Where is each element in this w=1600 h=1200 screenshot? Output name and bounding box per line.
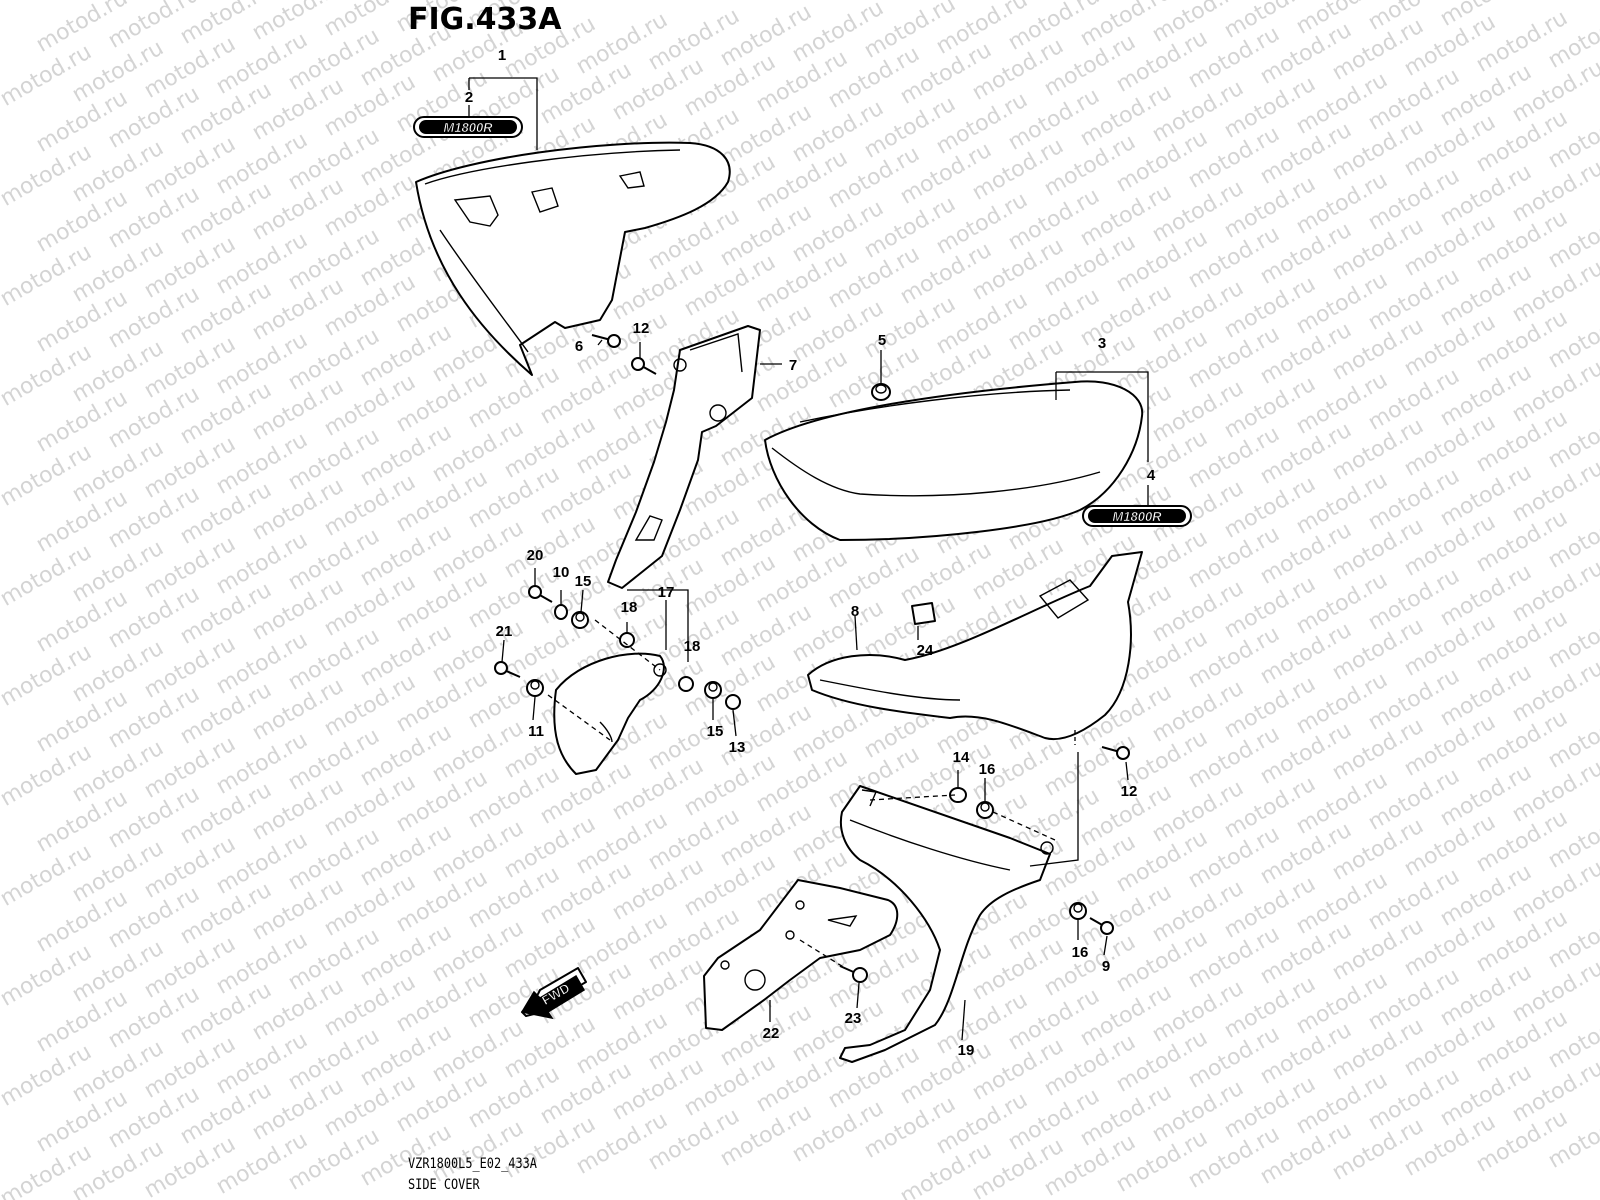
callout-7: 7 [789,357,797,374]
badge-text-2: M1800R [443,120,493,135]
callout-6: 6 [575,338,583,355]
fwd-arrow: FWD [520,967,587,1020]
callout-2: 2 [465,89,473,106]
grommet-16b [1069,902,1087,920]
callout-16b: 16 [1072,944,1089,961]
collar-18b [678,676,694,692]
callout-24: 24 [917,642,934,659]
callout-13: 13 [729,739,746,756]
part-7-bracket [607,325,761,589]
grommet-11 [526,679,544,697]
part-8-lower-side-cover [807,551,1143,741]
callout-12b: 12 [1121,783,1138,800]
callout-22: 22 [763,1025,780,1042]
nut-13 [725,694,741,710]
callout-15b: 15 [707,723,724,740]
figure-code: VZR1800L5_E02_433A [408,1156,537,1172]
callout-18b: 18 [684,638,701,655]
callout-14: 14 [953,749,970,766]
callout-9: 9 [1102,958,1110,975]
grommet-16a [976,801,994,819]
callout-12a: 12 [633,320,650,337]
part-22-mounting-plate [703,879,899,1031]
callout-3: 3 [1098,335,1106,352]
figure-title: FIG.433A [408,2,562,37]
part-17-small-cover [553,652,667,775]
grommet-15b [704,681,722,699]
part-24-pad [911,602,936,625]
grommet-5 [871,383,891,401]
badge-text-4: M1800R [1112,509,1162,524]
callout-5: 5 [878,332,886,349]
callout-10: 10 [553,564,570,581]
grommet-15a [571,611,589,629]
callout-8: 8 [851,603,859,620]
part-3-side-cover [764,380,1144,541]
callout-23: 23 [845,1010,862,1027]
part-2-emblem-badge: M1800R [413,116,523,138]
washer-10 [554,604,568,620]
callout-21: 21 [496,623,513,640]
callout-4: 4 [1147,467,1156,484]
callout-15a: 15 [575,573,592,590]
callout-18a: 18 [621,599,638,616]
callout-11: 11 [528,723,544,740]
part-4-emblem-badge: M1800R [1082,505,1192,527]
part-19-lower-cover [839,785,1054,1063]
figure-caption: SIDE COVER [408,1177,480,1193]
callout-1: 1 [498,47,506,64]
callout-numbers: 1 2 3 4 5 6 7 8 9 10 11 12 12 13 14 15 1… [465,47,1156,1059]
part-1-seat-cowl [415,141,731,376]
callout-16a: 16 [979,761,996,778]
callout-20: 20 [527,547,544,564]
leader-lines [468,77,1149,1041]
callout-17: 17 [658,584,675,601]
callout-19: 19 [958,1042,975,1059]
